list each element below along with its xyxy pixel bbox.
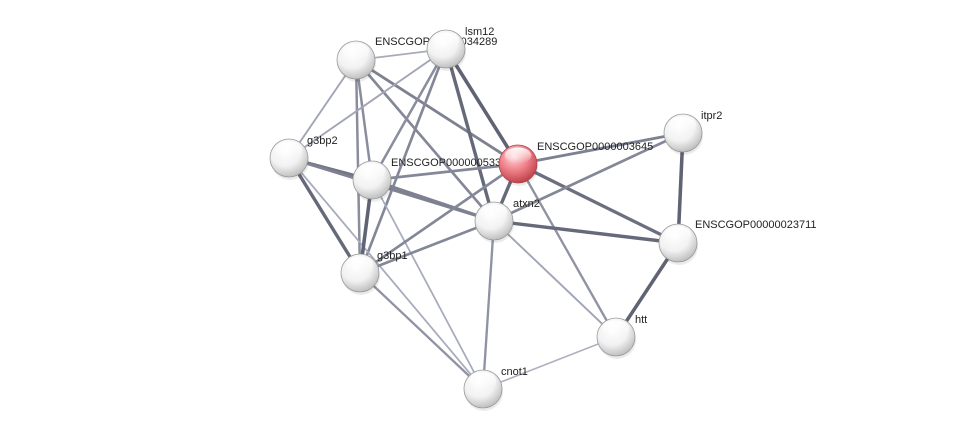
node-label: g3bp1 — [377, 250, 408, 262]
node-itpr2[interactable]: itpr2 — [663, 110, 722, 155]
edge-ENSCGOP00000034289-ENSCGOP0000003645[interactable] — [354, 58, 520, 166]
node-highlight — [469, 372, 497, 389]
node-label: ENSCGOP0000003645 — [537, 141, 653, 153]
edge-g3bp1-cnot1[interactable] — [358, 271, 485, 391]
edge-g3bp2-g3bp1[interactable] — [287, 156, 362, 275]
edge-atxn2-htt[interactable] — [493, 220, 617, 338]
edge-ENSCGOP0000003645-itpr2[interactable] — [516, 131, 685, 166]
node-label: htt — [635, 314, 647, 326]
node-label: cnot1 — [501, 366, 528, 378]
edge-atxn2-itpr2[interactable] — [492, 131, 685, 223]
node-ENSCGOP00000034289[interactable]: ENSCGOP00000034289 — [336, 36, 497, 82]
node-highlight — [602, 320, 630, 337]
node-highlight — [432, 32, 460, 49]
edge-lsm12-g3bp2[interactable] — [288, 48, 447, 159]
node-highlight — [342, 43, 370, 60]
edge-ENSCGOP0000003645-ENSCGOP00000023711[interactable] — [516, 162, 680, 245]
edge-ENSCGOP0000003645-g3bp1[interactable] — [358, 162, 520, 275]
node-highlight — [664, 226, 692, 243]
node-highlight — [275, 141, 303, 158]
edge-lsm12-g3bp1[interactable] — [358, 47, 448, 275]
edge-htt-cnot1[interactable] — [482, 336, 617, 390]
node-label: lsm12 — [465, 26, 494, 38]
node-highlight — [669, 116, 697, 133]
node-highlight — [346, 256, 374, 273]
node-ENSCGOP00000053382[interactable]: ENSCGOP00000053382 — [352, 157, 513, 202]
nodes-layer: ENSCGOP00000034289lsm12 g3bp2ENSCGOP00000… — [269, 26, 817, 411]
edge-ENSCGOP00000053382-cnot1[interactable] — [371, 179, 484, 390]
node-atxn2[interactable]: atxn2 — [474, 198, 540, 243]
edge-ENSCGOP00000053382-ENSCGOP0000003645[interactable] — [370, 162, 520, 182]
edge-g3bp2-cnot1[interactable] — [288, 157, 484, 390]
edge-ENSCGOP0000003645-htt[interactable] — [516, 162, 618, 339]
edge-atxn2-cnot1[interactable] — [481, 219, 496, 391]
node-label: ENSCGOP00000053382 — [391, 157, 513, 169]
edge-lsm12-atxn2[interactable] — [444, 47, 496, 223]
node-label: g3bp2 — [307, 135, 338, 147]
node-highlight — [504, 147, 532, 164]
edge-lsm12-ENSCGOP00000053382[interactable] — [370, 47, 448, 182]
edge-atxn2-ENSCGOP00000023711[interactable] — [492, 219, 680, 245]
edge-ENSCGOP00000034289-atxn2[interactable] — [354, 58, 496, 223]
node-label: itpr2 — [701, 110, 722, 122]
edge-ENSCGOP00000034289-g3bp2[interactable] — [288, 59, 357, 159]
node-g3bp1[interactable]: g3bp1 — [340, 250, 408, 295]
node-htt[interactable]: htt — [596, 314, 647, 359]
node-label: ENSCGOP00000023711 — [695, 219, 817, 231]
node-lsm12[interactable]: lsm12 — [426, 26, 494, 71]
edge-ENSCGOP00000034289-ENSCGOP00000053382[interactable] — [354, 58, 374, 182]
node-g3bp2[interactable]: g3bp2 — [269, 135, 338, 180]
node-ENSCGOP00000023711[interactable]: ENSCGOP00000023711 — [658, 219, 817, 265]
node-ENSCGOP0000003645[interactable]: ENSCGOP0000003645 — [498, 141, 653, 186]
node-cnot1[interactable]: cnot1 — [463, 366, 528, 411]
node-label: atxn2 — [513, 198, 540, 210]
edge-atxn2-g3bp1[interactable] — [358, 219, 496, 275]
node-highlight — [480, 204, 508, 221]
node-highlight — [358, 163, 386, 180]
edge-ENSCGOP00000053382-atxn2[interactable] — [370, 178, 496, 223]
edge-ENSCGOP00000034289-g3bp1[interactable] — [354, 58, 362, 275]
edge-lsm12-ENSCGOP0000003645[interactable] — [444, 47, 520, 166]
